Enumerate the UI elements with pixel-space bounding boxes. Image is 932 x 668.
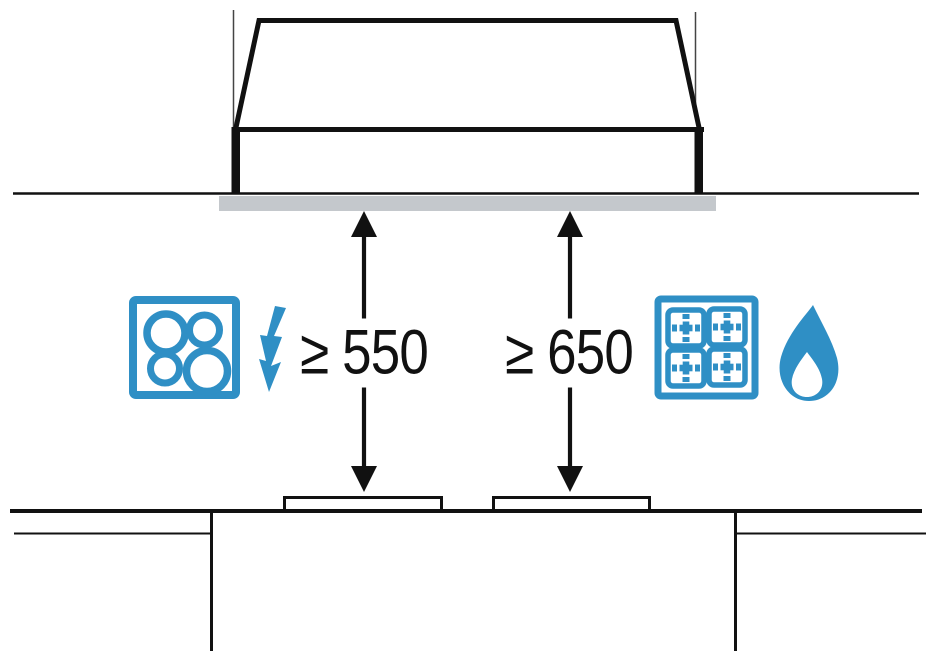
hood-body <box>231 127 704 194</box>
hood-canopy-outline <box>233 18 702 129</box>
gas-clearance-label: ≥ 650 <box>500 318 638 388</box>
electric-clearance-label: ≥ 550 <box>295 318 433 388</box>
lightning-bolt-icon <box>259 306 286 392</box>
gas-hob-icon <box>654 295 759 400</box>
electric-hob-icon <box>129 296 240 399</box>
flame-icon <box>779 305 839 401</box>
left-hob-profile <box>283 496 443 512</box>
base-cabinet-lines <box>14 513 926 651</box>
right-hob-profile <box>492 496 651 512</box>
hood-shadow-bar <box>219 196 716 211</box>
